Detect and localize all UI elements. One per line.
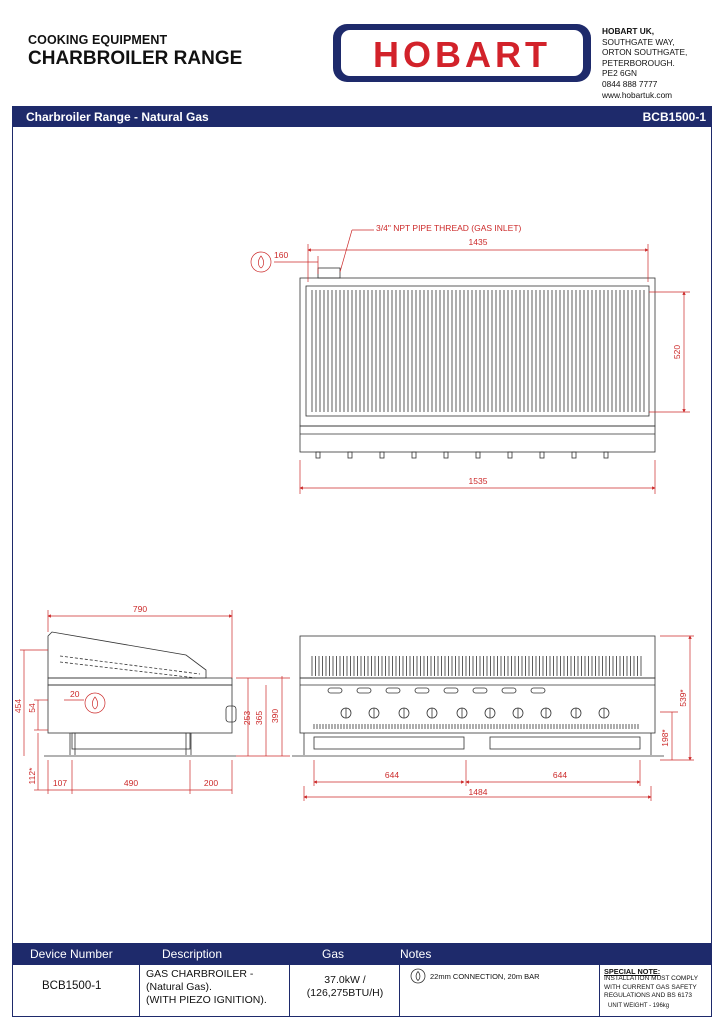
header-description: Description [162, 947, 223, 961]
vent-slots [313, 724, 639, 729]
dim-520: 520 [672, 345, 682, 359]
band-subtitle: Charbroiler Range - Natural Gas [26, 110, 209, 124]
gas-rating: 37.0kW / (126,275BTU/H) [306, 974, 384, 999]
grill-grates [311, 290, 645, 412]
hobart-logo: HOBART [333, 24, 591, 82]
company-name: HOBART UK, [602, 26, 655, 36]
drawing-frame [12, 127, 712, 1017]
dim-1484: 1484 [469, 787, 488, 797]
header-notes: Notes [400, 947, 432, 961]
gas-flame-icon-side [84, 692, 106, 714]
dim-1535: 1535 [469, 476, 488, 486]
dim-644-right: 644 [553, 770, 567, 780]
knob-stems [315, 451, 609, 459]
header-left: COOKING EQUIPMENT CHARBROILER RANGE [28, 33, 242, 70]
special-note-text: INSTALLATION MUST COMPLY WITH CURRENT GA… [604, 975, 699, 999]
dim-365: 365 [254, 711, 264, 725]
dim-253: 253 [242, 711, 252, 725]
gas-inlet-note: 3/4" NPT PIPE THREAD (GAS INLET) [376, 223, 522, 233]
gas-flame-icon-notes [410, 968, 426, 984]
gas-flame-icon [250, 251, 272, 273]
dim-1435: 1435 [469, 237, 488, 247]
device-number: BCB1500-1 [42, 980, 102, 992]
ignition-windows [327, 687, 546, 694]
page-title: CHARBROILER RANGE [28, 48, 243, 69]
control-knobs [340, 707, 610, 719]
address-line: PE2 6GN [602, 68, 638, 79]
dim-539: 539* [678, 689, 688, 707]
special-note-title: SPECIAL NOTE: [604, 967, 661, 976]
top-view: 1435 3/4" NPT PIPE THREAD (GAS INLET) 16… [250, 223, 690, 494]
front-grates [311, 656, 642, 676]
dim-54: 54 [27, 703, 37, 713]
spec-table-header: Device Number Description Gas Notes [12, 943, 712, 965]
title-band: Charbroiler Range - Natural Gas BCB1500-… [12, 106, 712, 127]
logo-text: HOBART [373, 34, 551, 75]
dim-454: 454 [13, 699, 23, 713]
header-device-number: Device Number [30, 947, 113, 961]
dim-200: 200 [204, 778, 218, 788]
dim-160: 160 [274, 250, 288, 260]
address-line: ORTON SOUTHGATE, [602, 47, 688, 58]
dim-112: 112* [27, 767, 37, 785]
dim-490: 490 [124, 778, 138, 788]
dim-107: 107 [53, 778, 67, 788]
description: GAS CHARBROILER - (Natural Gas). (WITH P… [146, 968, 267, 1006]
unit-weight: UNIT WEIGHT - 196kg [608, 1003, 670, 1009]
dim-20: 20 [70, 689, 80, 699]
address-line: PETERBOROUGH. [602, 57, 675, 68]
dim-644-left: 644 [385, 770, 399, 780]
category-label: COOKING EQUIPMENT [28, 33, 168, 47]
dim-790: 790 [133, 604, 147, 614]
header-gas: Gas [322, 947, 345, 961]
website-link[interactable]: www.hobartuk.com [602, 89, 673, 100]
address-line: SOUTHGATE WAY, [602, 36, 675, 47]
phone-number: 0844 888 7777 [602, 78, 658, 89]
front-view: 539* 198* 644 644 1484 [292, 635, 694, 801]
band-model: BCB1500-1 [642, 110, 706, 124]
dim-390: 390 [270, 709, 280, 723]
notes-text: 22mm CONNECTION, 20m BAR [430, 972, 540, 981]
company-address: HOBART UK, SOUTHGATE WAY, ORTON SOUTHGAT… [602, 26, 687, 100]
side-view: 790 454 54 112* 20 253 365 390 107 490 2… [13, 604, 290, 794]
spec-table-row: BCB1500-1 GAS CHARBROILER - (Natural Gas… [12, 965, 712, 1017]
dim-198: 198* [660, 729, 670, 747]
